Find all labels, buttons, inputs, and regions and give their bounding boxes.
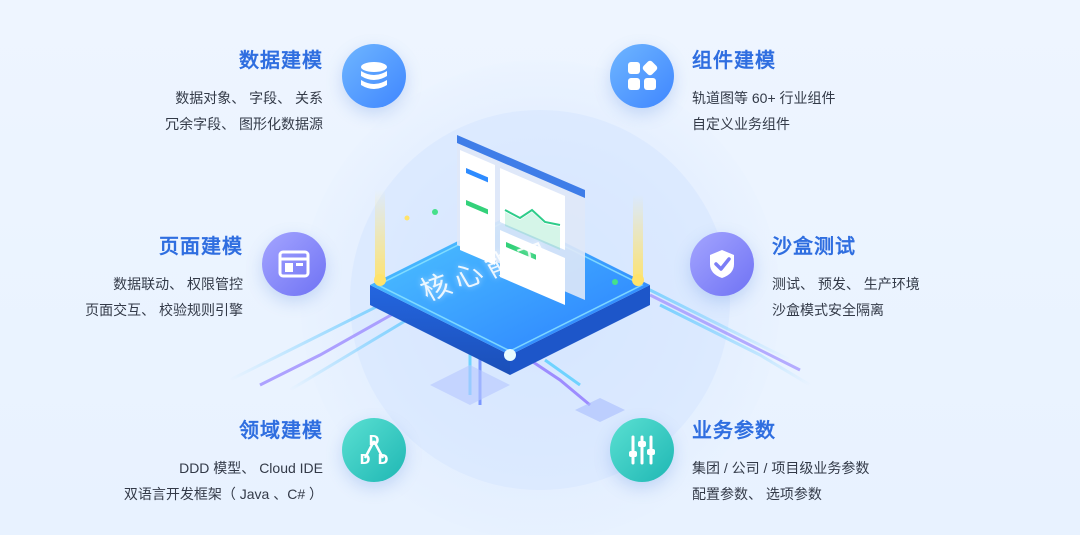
feature-title: 沙盒测试 xyxy=(772,236,856,258)
floor-tile-left xyxy=(430,365,510,405)
feature-line: DDD 模型、 Cloud IDE xyxy=(179,460,323,476)
feature-page-modeling: 页面建模 数据联动、 权限管控 页面交互、 校验规则引擎 xyxy=(85,230,243,323)
shield-check-icon xyxy=(690,232,754,296)
feature-line: 测试、 预发、 生产环境 xyxy=(772,276,920,292)
beam-node-left xyxy=(374,274,386,286)
feature-data-modeling: 数据建模 数据对象、 字段、 关系 冗余字段、 图形化数据源 xyxy=(165,44,323,137)
dashboard-screens xyxy=(457,135,585,305)
feature-domain-modeling: 领域建模 DDD 模型、 Cloud IDE 双语言开发框架（ Java 、C#… xyxy=(124,414,323,507)
feature-line: 沙盒模式安全隔离 xyxy=(772,302,884,318)
feature-line: 页面交互、 校验规则引擎 xyxy=(85,302,243,318)
svg-text:D: D xyxy=(369,434,380,449)
feature-line: 轨道图等 60+ 行业组件 xyxy=(692,90,836,106)
feature-line: 配置参数、 选项参数 xyxy=(692,486,822,502)
light-beam-left xyxy=(375,190,385,280)
database-icon xyxy=(342,44,406,108)
browser-window-icon xyxy=(262,232,326,296)
svg-text:D: D xyxy=(360,453,371,468)
floor-tile-right xyxy=(575,398,625,422)
beam-node-right xyxy=(632,274,644,286)
feature-title: 页面建模 xyxy=(159,236,243,258)
feature-title: 领域建模 xyxy=(239,420,323,442)
light-beam-right xyxy=(633,195,643,280)
feature-line: 双语言开发框架（ Java 、C# ） xyxy=(123,486,323,502)
ddd-graph-icon: D D D xyxy=(342,418,406,482)
feature-title: 组件建模 xyxy=(692,50,776,72)
feature-business-params: 业务参数 集团 / 公司 / 项目级业务参数 配置参数、 选项参数 xyxy=(692,414,869,507)
apps-grid-icon xyxy=(610,44,674,108)
feature-line: 集团 / 公司 / 项目级业务参数 xyxy=(692,460,870,476)
beam-node-front xyxy=(504,349,516,361)
feature-sandbox-testing: 沙盒测试 测试、 预发、 生产环境 沙盒模式安全隔离 xyxy=(772,230,920,323)
sliders-icon xyxy=(610,418,674,482)
feature-line: 数据联动、 权限管控 xyxy=(113,276,243,292)
feature-title: 数据建模 xyxy=(239,50,323,72)
svg-text:D: D xyxy=(378,453,389,468)
feature-title: 业务参数 xyxy=(692,420,776,442)
feature-line: 自定义业务组件 xyxy=(692,116,790,132)
feature-line: 数据对象、 字段、 关系 xyxy=(175,90,323,106)
feature-component-modeling: 组件建模 轨道图等 60+ 行业组件 自定义业务组件 xyxy=(692,44,836,137)
feature-line: 冗余字段、 图形化数据源 xyxy=(165,116,323,132)
